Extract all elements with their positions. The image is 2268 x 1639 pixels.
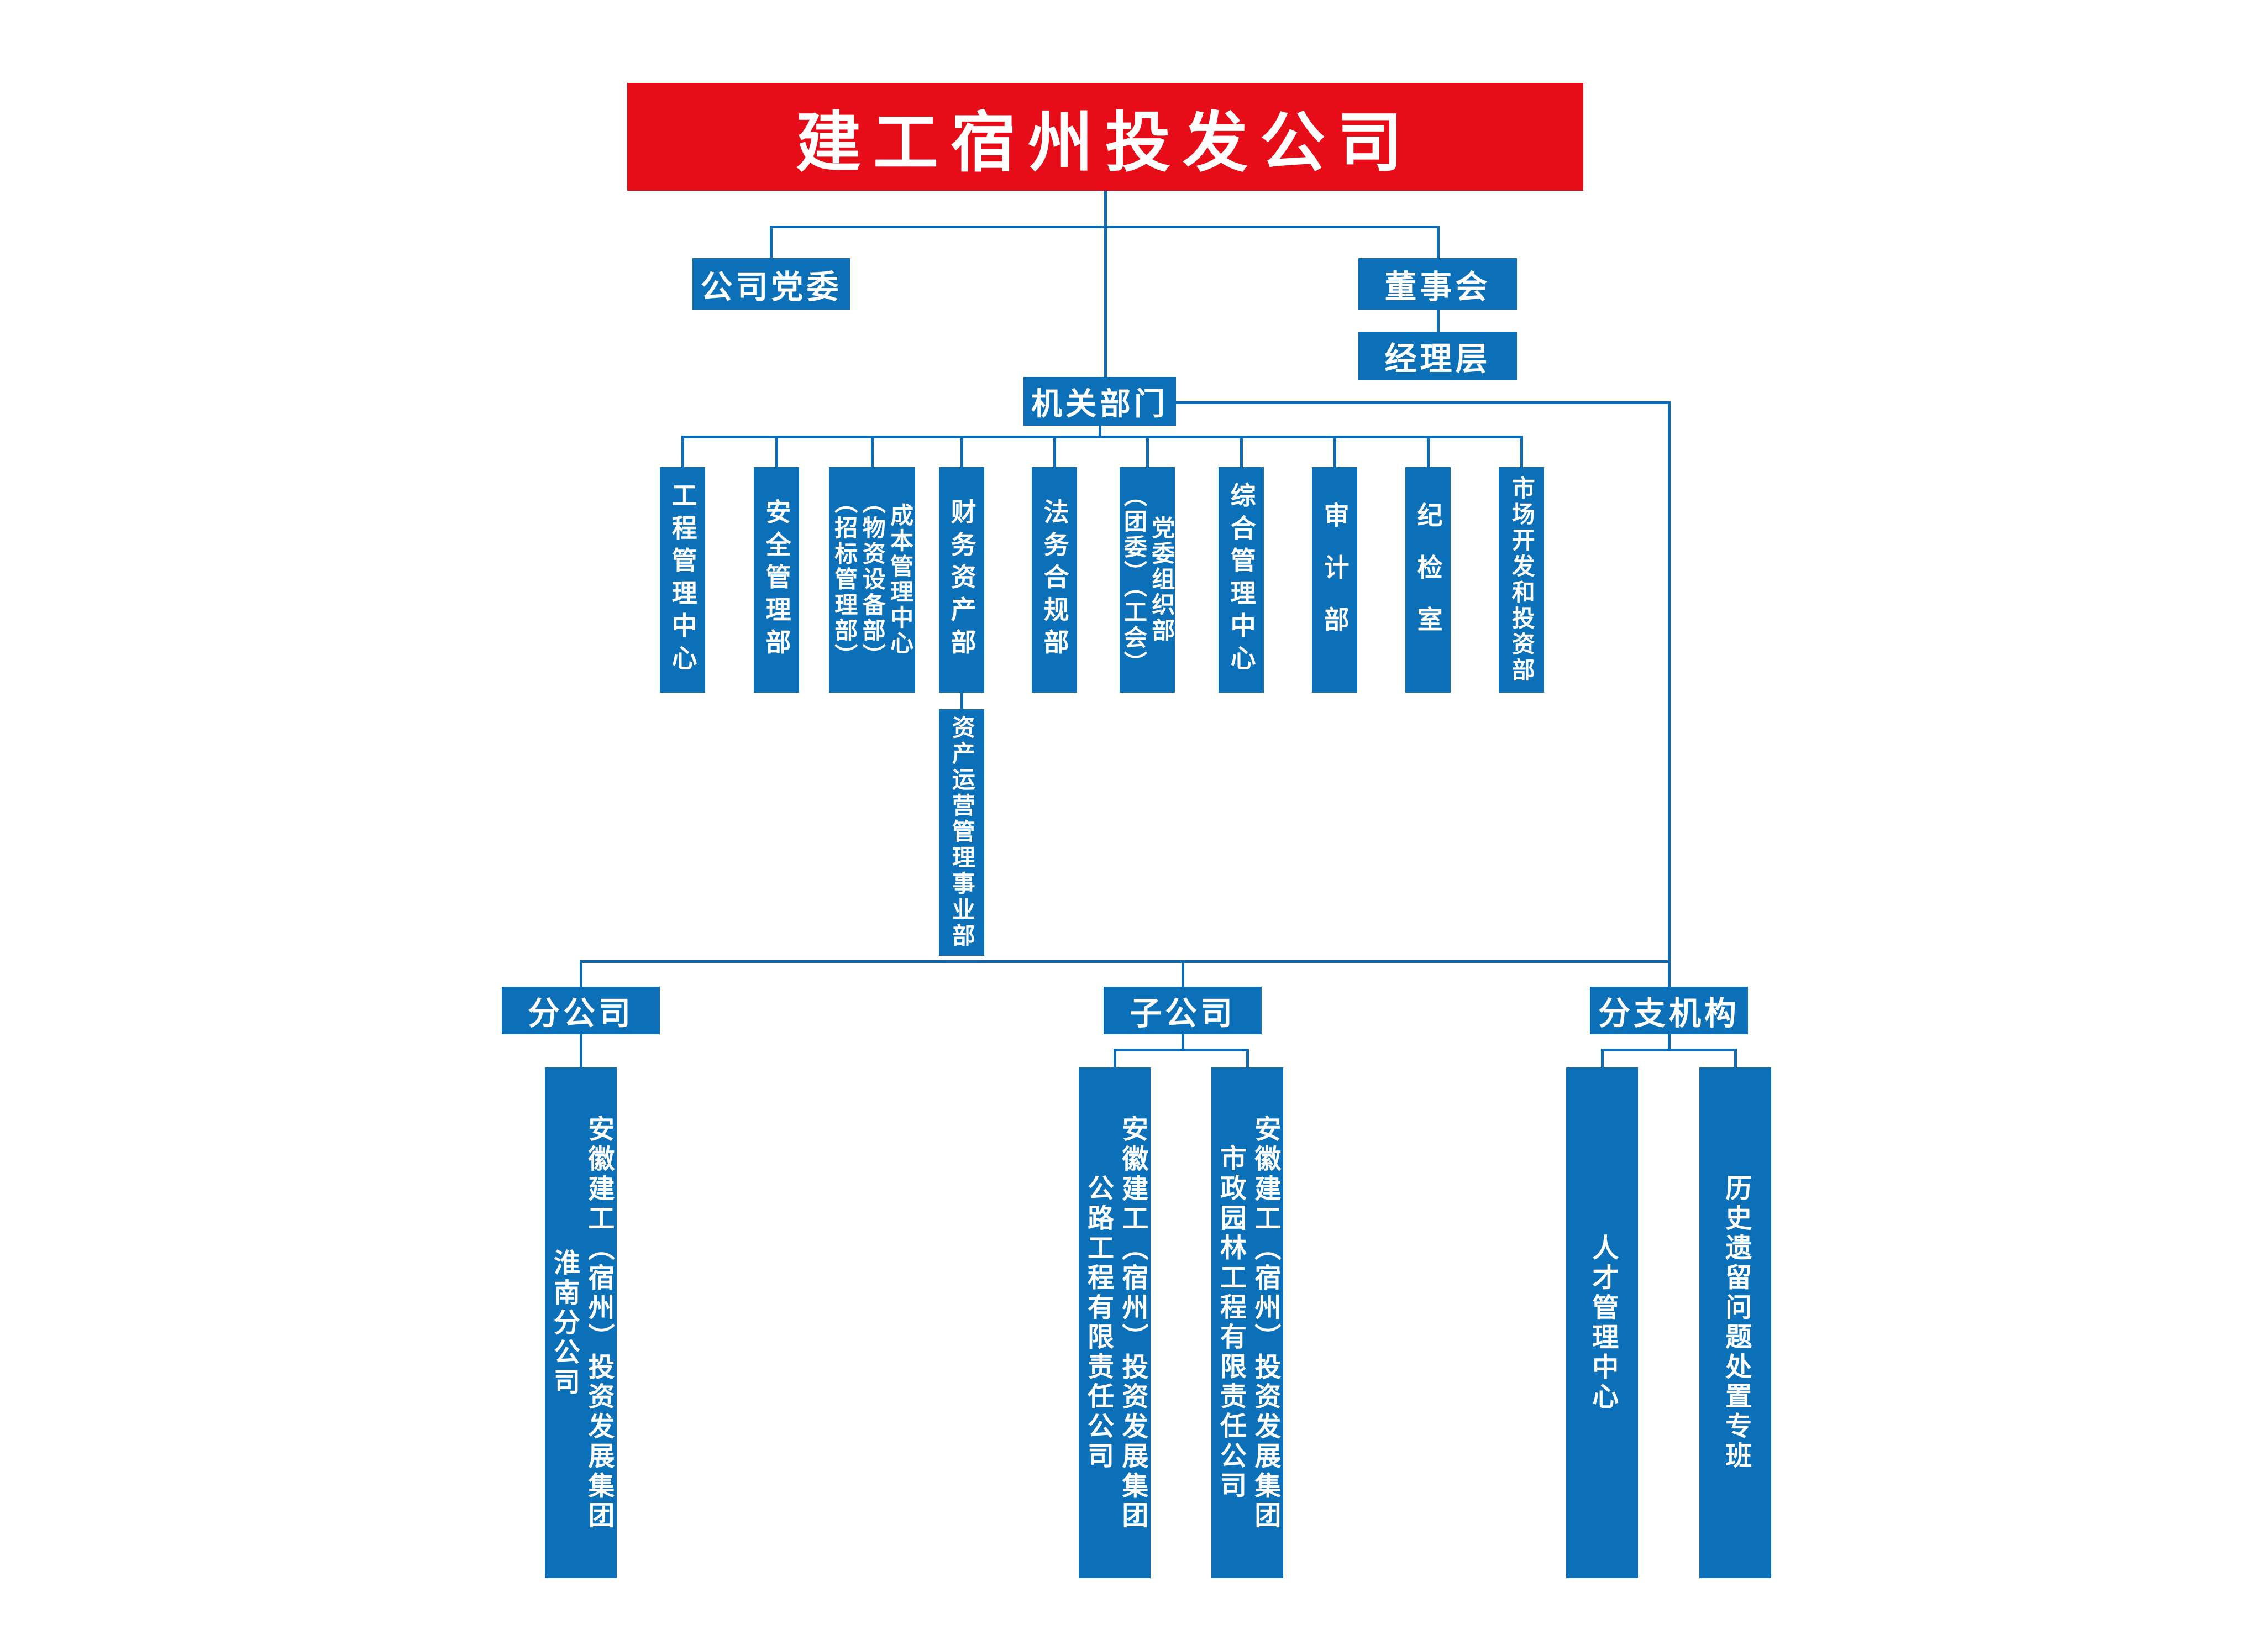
node-board: 董事会	[1358, 258, 1517, 310]
branch-org-label: 分支机构	[1598, 996, 1740, 1031]
dept-cost-mgmt-center: 成本管理中心 （物资设备部） （招标管理部）	[829, 467, 915, 693]
connector-line	[580, 960, 582, 987]
node-subsidiary: 子公司	[1104, 987, 1262, 1034]
connector-line	[1182, 960, 1184, 987]
connector-line	[580, 960, 1671, 963]
dept-discipline-inspection: 纪检室	[1405, 467, 1451, 693]
connector-line	[1437, 310, 1440, 332]
dept-label: 市场开发和投资部	[1509, 475, 1535, 684]
connector-line	[683, 436, 1523, 438]
connector-line	[681, 436, 684, 467]
node-branch-org: 分支机构	[1590, 987, 1748, 1034]
connector-line	[1053, 436, 1056, 467]
node-asset-operation-division: 资产运营管理事业部	[939, 709, 984, 956]
connector-line	[1104, 191, 1107, 377]
asset-operation-label: 资产运营管理事业部	[949, 715, 975, 950]
connector-line	[580, 1034, 582, 1067]
company-title-box: 建工宿州投发公司	[627, 83, 1583, 191]
child-label: 安徽建工（宿州）投资发展集团 淮南分公司	[549, 1114, 613, 1531]
connector-line	[1601, 1049, 1737, 1051]
dept-label: 安全管理部	[762, 498, 791, 662]
dept-general-mgmt-center: 综合管理中心	[1219, 467, 1264, 693]
node-management-layer: 经理层	[1358, 332, 1517, 380]
node-branch-company: 分公司	[502, 987, 660, 1034]
connector-line	[1240, 436, 1243, 467]
connector-line	[770, 226, 773, 258]
connector-line	[871, 436, 874, 467]
dept-market-dev-investment: 市场开发和投资部	[1499, 467, 1544, 693]
subsidiary-label: 子公司	[1129, 996, 1236, 1031]
branch-company-label: 分公司	[527, 996, 634, 1031]
dept-safety-mgmt: 安全管理部	[754, 467, 799, 693]
dept-finance-assets: 财务资产部	[939, 467, 984, 693]
connector-line	[1146, 436, 1149, 467]
connector-line	[960, 436, 963, 467]
connector-line	[775, 436, 778, 467]
connector-line	[1668, 1034, 1671, 1051]
dept-label: 财务资产部	[947, 498, 977, 662]
dept-party-org: 党委组织部 （团委）（工会）	[1120, 467, 1175, 693]
connector-line	[1176, 401, 1671, 404]
connector-line	[1668, 401, 1671, 987]
child-huainan-branch: 安徽建工（宿州）投资发展集团 淮南分公司	[545, 1067, 617, 1578]
dept-label: 党委组织部 （团委）（工会）	[1121, 483, 1175, 677]
node-party-committee: 公司党委	[692, 258, 850, 310]
board-label: 董事会	[1384, 269, 1491, 305]
dept-label: 纪检室	[1414, 501, 1443, 658]
connector-line	[771, 226, 1440, 228]
company-title-label: 建工宿州投发公司	[795, 107, 1415, 180]
connector-line	[1437, 226, 1440, 258]
child-label: 人才管理中心	[1588, 1233, 1618, 1412]
connector-line	[960, 693, 963, 709]
dept-label: 综合管理中心	[1227, 482, 1256, 678]
child-legacy-issues-team: 历史遗留问题处置专班	[1699, 1067, 1771, 1578]
child-talent-mgmt-center: 人才管理中心	[1566, 1067, 1638, 1578]
dept-label: 审计部	[1320, 501, 1350, 658]
organs-dept-label: 机关部门	[1031, 386, 1168, 421]
party-committee-label: 公司党委	[700, 269, 842, 305]
connector-line	[1427, 436, 1430, 467]
connector-line	[1246, 1049, 1249, 1067]
child-label: 历史遗留问题处置专班	[1721, 1174, 1751, 1472]
child-municipal-garden-company: 安徽建工（宿州）投资发展集团 市政园林工程有限责任公司	[1211, 1067, 1283, 1578]
node-organs-dept: 机关部门	[1023, 377, 1176, 426]
connector-line	[1601, 1049, 1604, 1067]
child-highway-engineering-company: 安徽建工（宿州）投资发展集团 公路工程有限责任公司	[1079, 1067, 1151, 1578]
connector-line	[1182, 1034, 1184, 1051]
management-layer-label: 经理层	[1384, 341, 1491, 377]
dept-label: 法务合规部	[1040, 498, 1069, 662]
dept-label: 成本管理中心 （物资设备部） （招标管理部）	[831, 490, 914, 669]
dept-label: 工程管理中心	[668, 482, 697, 678]
child-label: 安徽建工（宿州）投资发展集团 公路工程有限责任公司	[1083, 1114, 1147, 1531]
connector-line	[1114, 1049, 1116, 1067]
dept-audit: 审计部	[1312, 467, 1357, 693]
dept-legal-compliance: 法务合规部	[1032, 467, 1077, 693]
connector-line	[1099, 426, 1101, 436]
connector-line	[1334, 436, 1336, 467]
connector-line	[1520, 436, 1523, 467]
child-label: 安徽建工（宿州）投资发展集团 市政园林工程有限责任公司	[1216, 1114, 1280, 1531]
connector-line	[1114, 1049, 1249, 1051]
dept-engineering-mgmt-center: 工程管理中心	[660, 467, 705, 693]
connector-line	[1734, 1049, 1737, 1067]
